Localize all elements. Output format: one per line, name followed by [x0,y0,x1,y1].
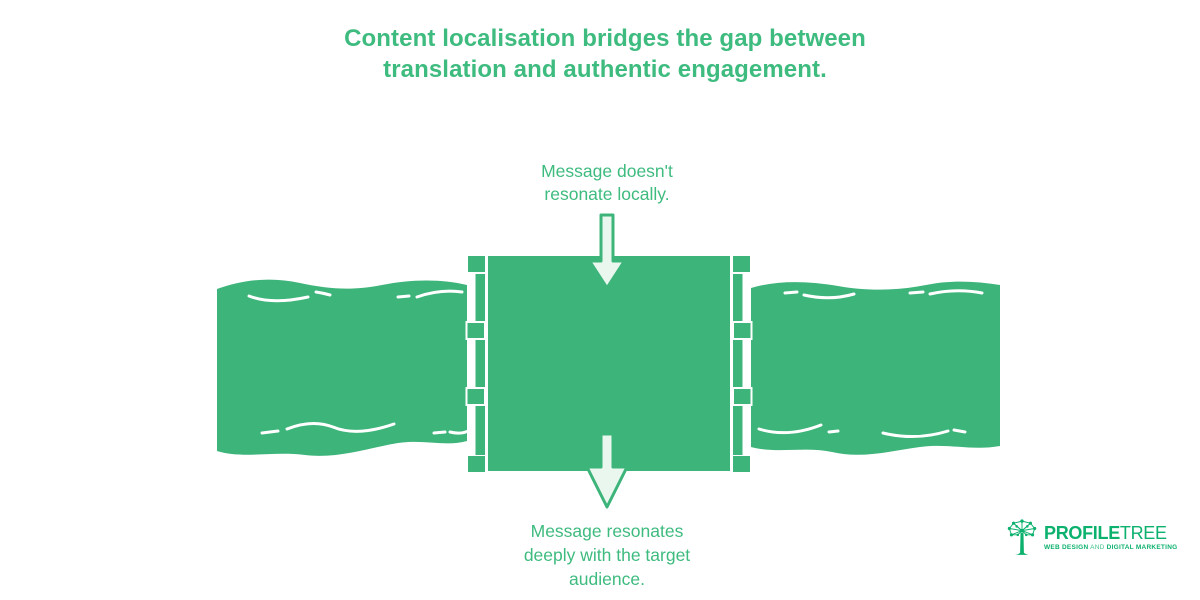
profiletree-logo: PROFILETREE WEB DESIGN AND DIGITAL MARKE… [1006,519,1177,557]
logo-wordmark-bold: PROFILE [1044,523,1120,543]
logo-wordmark: PROFILETREE [1044,523,1177,543]
top-down-arrow-icon [588,213,626,290]
logo-text: PROFILETREE WEB DESIGN AND DIGITAL MARKE… [1044,519,1177,551]
right-bridge-pillar [732,256,753,472]
left-land-highlights [247,289,472,435]
logo-tagline-part1: WEB DESIGN [1044,544,1089,551]
bottom-down-arrow-icon [585,432,629,509]
logo-tagline: WEB DESIGN AND DIGITAL MARKETING [1044,544,1177,551]
left-land-shape [217,279,467,456]
right-land-shape [751,281,1000,455]
tree-icon [1007,519,1037,555]
page-title: Content localisation bridges the gap bet… [344,25,866,83]
logo-tagline-and: AND [1088,544,1107,551]
bottom-flow-label: Message resonates deeply with the target… [523,521,691,589]
logo-wordmark-light: TREE [1119,523,1167,543]
right-land-highlights [757,289,984,439]
logo-tagline-part2: DIGITAL MARKETING [1106,544,1178,551]
top-flow-label: Message doesn't resonate locally. [541,161,673,204]
left-bridge-pillar [465,256,486,472]
